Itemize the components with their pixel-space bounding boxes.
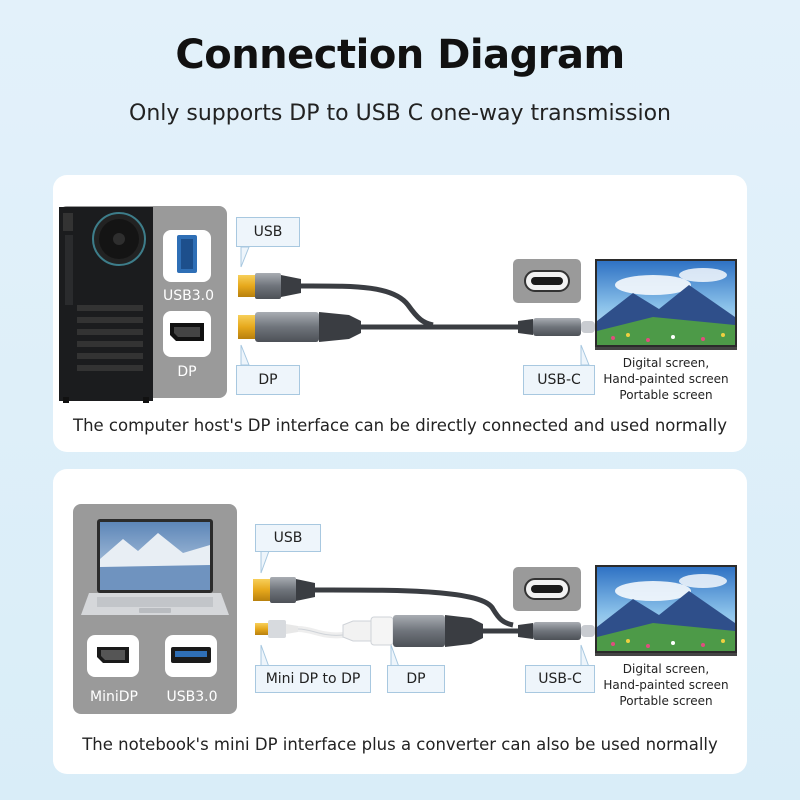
minidp-to-dp-converter — [255, 616, 394, 646]
usb-c-connector — [518, 318, 595, 336]
usb-c-port-icon — [513, 567, 581, 611]
screen-caption: Digital screen, Hand-painted screen Port… — [595, 355, 737, 403]
monitor-icon — [595, 259, 737, 350]
laptop-caption: The notebook's mini DP interface plus a … — [82, 735, 718, 754]
usb-port-icon — [165, 635, 217, 677]
screen-caption-line: Hand-painted screen — [603, 678, 729, 692]
usbc-callout: USB-C — [523, 365, 595, 395]
usb-c-port-icon — [513, 259, 581, 303]
laptop-diagram — [73, 504, 737, 714]
desktop-scenario-panel: USB3.0 DP USB DP USB-C Digital screen, H… — [53, 175, 747, 452]
usbc-callout: USB-C — [525, 665, 595, 693]
dp-callout: DP — [236, 365, 300, 395]
desktop-diagram — [59, 206, 737, 403]
dp-callout: DP — [387, 665, 445, 693]
screen-caption-line: Portable screen — [619, 694, 713, 708]
usb-c-connector — [518, 622, 595, 640]
usb-a-connector — [238, 273, 301, 299]
minidp-to-dp-callout: Mini DP to DP — [255, 665, 371, 693]
usb3-port-label: USB3.0 — [166, 689, 218, 705]
usb-a-connector — [253, 577, 315, 603]
screen-caption-line: Portable screen — [619, 388, 713, 402]
minidp-port-icon — [87, 635, 139, 677]
screen-caption-line: Digital screen, — [622, 662, 710, 676]
usb3-port-label: USB3.0 — [163, 288, 215, 304]
page-title: Connection Diagram — [175, 32, 625, 78]
screen-caption: Digital screen, Hand-painted screen Port… — [595, 661, 737, 709]
usb-port-icon — [163, 230, 211, 282]
monitor-icon — [595, 565, 737, 656]
screen-caption-line: Digital screen, — [622, 356, 710, 370]
desktop-tower-icon — [59, 207, 153, 403]
laptop-icon — [81, 519, 229, 615]
desktop-caption: The computer host's DP interface can be … — [72, 416, 728, 435]
displayport-icon — [163, 311, 211, 357]
page-subtitle: Only supports DP to USB C one-way transm… — [129, 101, 671, 126]
usb-callout: USB — [255, 524, 321, 552]
screen-caption-line: Hand-painted screen — [603, 372, 729, 386]
minidp-port-label: MiniDP — [90, 689, 138, 705]
dp-connector — [393, 615, 483, 647]
laptop-scenario-panel: MiniDP USB3.0 USB Mini DP to DP DP USB-C… — [53, 469, 747, 774]
dp-connector — [238, 312, 361, 342]
usb-callout: USB — [236, 217, 300, 247]
dp-port-label: DP — [177, 364, 197, 380]
